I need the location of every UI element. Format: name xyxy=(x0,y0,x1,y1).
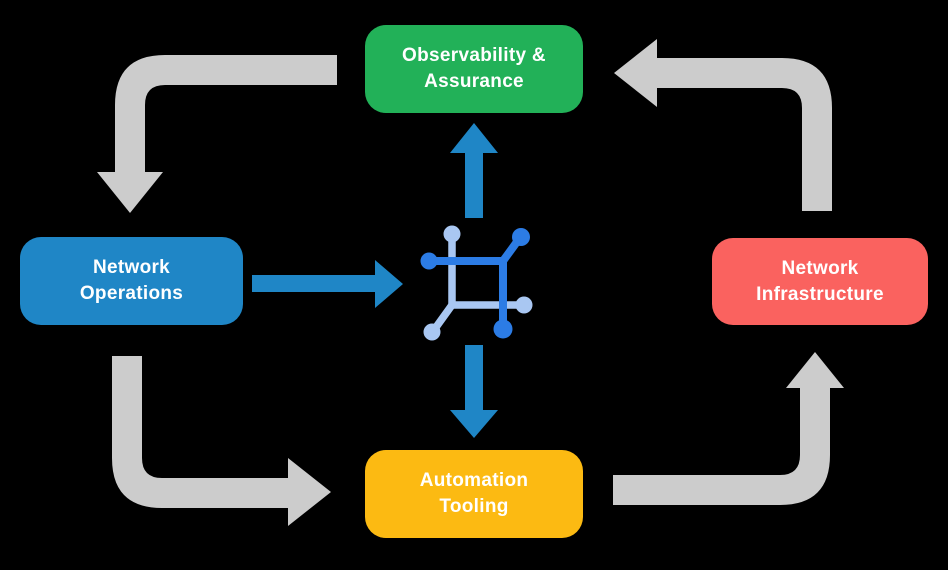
node-label-line: Infrastructure xyxy=(756,283,884,305)
arrow-center-to-observability xyxy=(450,123,498,218)
node-label-line: Assurance xyxy=(424,71,524,92)
network-mesh-icon xyxy=(420,225,533,341)
node-label-line: Operations xyxy=(79,283,184,304)
flow-arrow-top-to-left xyxy=(97,55,337,213)
node-label-line: Network xyxy=(781,257,859,279)
icon-node-dot xyxy=(443,225,461,243)
node-network-infrastructure: Network Infrastructure xyxy=(712,238,928,325)
network-mesh-icon-dark-links xyxy=(420,228,530,339)
arrow-operations-to-center xyxy=(252,260,403,308)
icon-node-dot xyxy=(420,252,438,270)
icon-link-line xyxy=(427,235,523,265)
icon-node-dot xyxy=(493,319,513,339)
node-label-line: Network xyxy=(92,257,171,278)
node-label-line: Observability & xyxy=(402,45,546,66)
node-label-line: Tooling xyxy=(439,496,509,517)
flow-arrow-right-to-top xyxy=(614,39,832,211)
icon-node-dot xyxy=(515,296,533,314)
flow-arrow-left-to-bottom xyxy=(112,356,331,526)
arrow-center-to-automation xyxy=(450,345,498,438)
icon-node-dot xyxy=(423,323,441,341)
node-automation-tooling: Automation Tooling xyxy=(365,450,583,538)
node-network-operations: Network Operations xyxy=(20,237,243,325)
icon-node-dot xyxy=(512,228,530,246)
flow-arrow-bottom-to-right xyxy=(613,352,844,505)
node-observability-assurance: Observability & Assurance xyxy=(365,25,583,113)
node-label-line: Automation xyxy=(419,470,529,491)
